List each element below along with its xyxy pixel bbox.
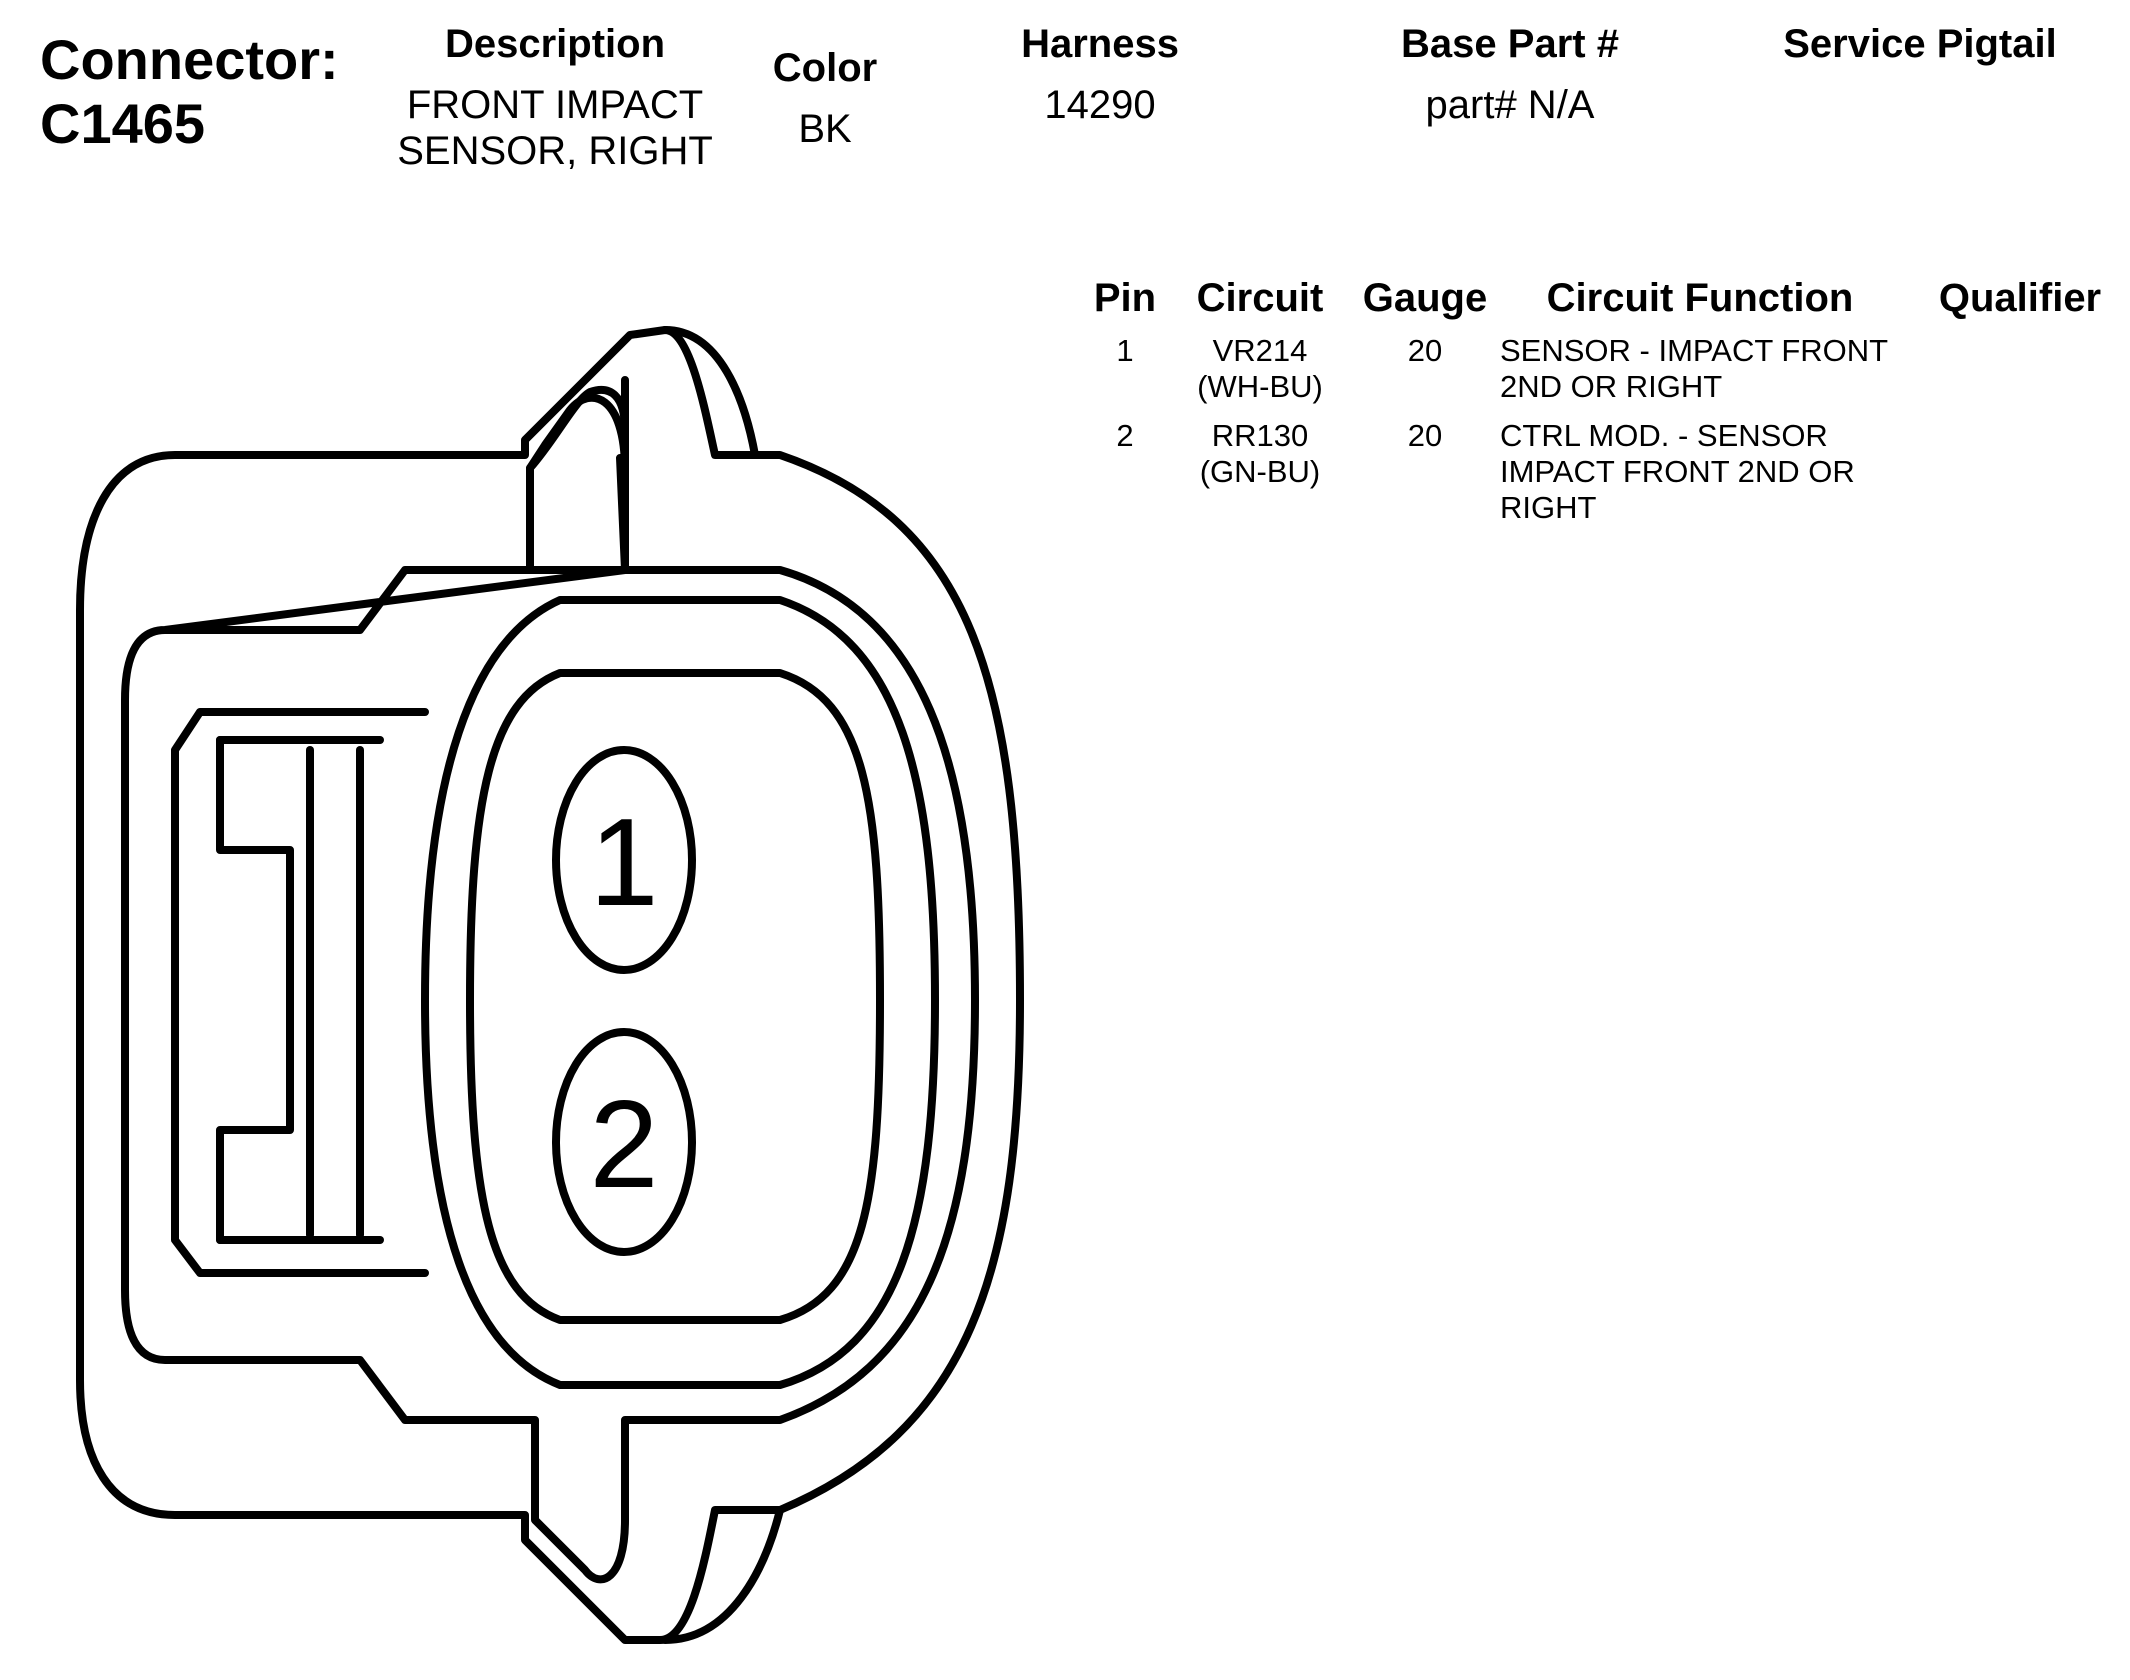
function-line: CTRL MOD. - SENSOR <box>1500 418 1828 453</box>
latch-ridge-top <box>661 326 759 459</box>
pin-2-label: 2 <box>590 1076 659 1214</box>
col-header-circuit: Circuit <box>1196 276 1324 320</box>
function-line: 2ND OR RIGHT <box>1500 369 1723 404</box>
col-header-circuit-function: Circuit Function <box>1546 276 1854 320</box>
cell-circuit: RR130 (GN-BU) <box>1180 418 1340 490</box>
cell-circuit-function: SENSOR - IMPACT FRONT 2ND OR RIGHT <box>1500 333 1920 405</box>
col-header-qualifier: Qualifier <box>1938 276 2102 320</box>
function-line: IMPACT FRONT 2ND OR <box>1500 454 1855 489</box>
cell-circuit: VR214 (WH-BU) <box>1180 333 1340 405</box>
harness-header: Harness <box>1021 22 1179 66</box>
connector-id: C1465 <box>40 92 206 155</box>
col-header-gauge: Gauge <box>1362 276 1488 320</box>
cell-circuit-function: CTRL MOD. - SENSOR IMPACT FRONT 2ND OR R… <box>1500 418 1920 526</box>
col-header-pin: Pin <box>1093 276 1157 320</box>
function-line: RIGHT <box>1500 490 1597 525</box>
description-header: Description <box>444 22 666 66</box>
color-header: Color <box>772 46 878 90</box>
pin-1-circle <box>552 746 696 974</box>
description-value: FRONT IMPACT SENSOR, RIGHT <box>380 82 730 174</box>
circuit-number: VR214 <box>1212 333 1308 368</box>
connector-title: Connector: C1465 <box>40 28 339 156</box>
pin-cavity-outer <box>421 596 939 1389</box>
circuit-number: RR130 <box>1211 418 1309 453</box>
pin-cavity-inner <box>466 669 884 1324</box>
top-tab-notch <box>526 385 629 574</box>
description-line-1: FRONT IMPACT <box>406 83 704 127</box>
cell-pin: 1 <box>1116 333 1134 368</box>
latch-frame <box>171 708 429 1277</box>
cell-gauge: 20 <box>1407 333 1443 368</box>
color-value: BK <box>798 107 852 151</box>
base-part-value: part# N/A <box>1425 83 1595 127</box>
cell-pin: 2 <box>1116 418 1134 453</box>
pin-1-label: 1 <box>590 794 659 932</box>
description-line-2: SENSOR, RIGHT <box>397 129 713 173</box>
cell-gauge: 20 <box>1407 418 1443 453</box>
service-pigtail-header: Service Pigtail <box>1783 22 2057 66</box>
connector-label: Connector: <box>40 28 339 91</box>
function-line: SENSOR - IMPACT FRONT <box>1500 333 1889 368</box>
harness-value: 14290 <box>1044 83 1156 127</box>
base-part-header: Base Part # <box>1401 22 1619 66</box>
connector-housing-outline <box>76 326 1024 1644</box>
pin-2-circle <box>552 1028 696 1256</box>
latch-ridge-bottom <box>661 1506 784 1644</box>
circuit-color: (GN-BU) <box>1199 454 1321 489</box>
latch-post-left <box>216 736 294 1244</box>
circuit-color: (WH-BU) <box>1197 369 1323 404</box>
connector-inner-body <box>121 376 979 1584</box>
